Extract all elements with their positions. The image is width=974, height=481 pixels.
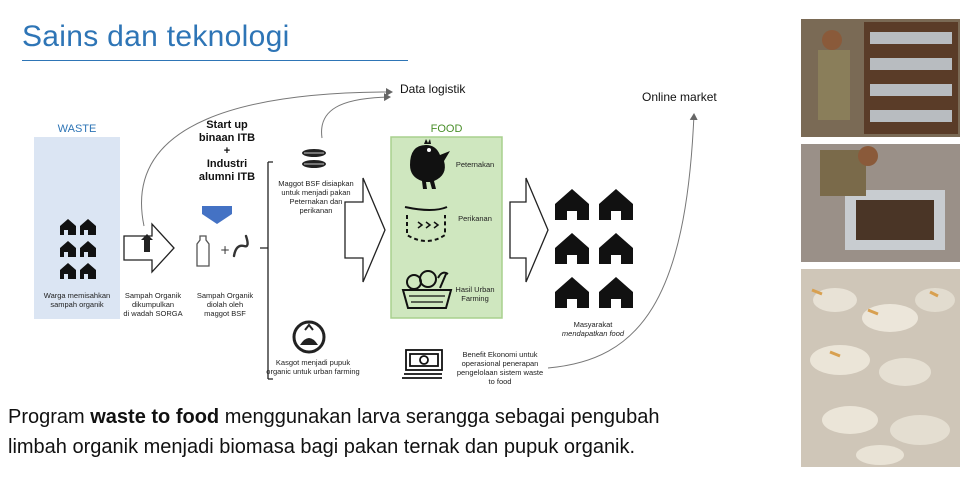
benefit-line-4: to food <box>488 377 512 386</box>
larva-icon <box>232 234 249 258</box>
curve-to-data-logistik-2 <box>321 93 391 139</box>
bracket <box>260 161 273 380</box>
industri-line-2: alumni ITB <box>198 171 256 183</box>
sampah-olah-line-3: maggot BSF <box>204 309 246 318</box>
masyarakat-line-1: Masyarakat <box>573 320 613 329</box>
title-underline <box>22 60 408 61</box>
urban-line-2: Farming <box>461 294 489 303</box>
bottle-icon <box>196 235 210 267</box>
flow-arrow-3 <box>509 177 549 283</box>
photo-maggot-bin <box>801 144 960 262</box>
maggot-line-4: perikanan <box>299 206 333 215</box>
maggot-line-2: untuk menjadi pakan <box>281 188 351 197</box>
kasgot-text: Kasgot menjadi pupuk organic untuk urban… <box>262 358 364 376</box>
food-label: FOOD <box>430 123 463 135</box>
sampah-olah-line-1: Sampah Organik <box>196 291 254 300</box>
data-logistik-label: Data logistik <box>400 82 466 96</box>
photo-farm-worker <box>801 19 960 137</box>
peternakan-label: Peternakan <box>455 160 495 169</box>
masyarakat-line-2: mendapatkan food <box>561 329 625 338</box>
sampah-olah-text: Sampah Organik diolah oleh maggot BSF <box>188 291 262 318</box>
plus-sign: + <box>220 243 230 257</box>
startup-line-1: Start up <box>206 119 248 131</box>
caption-part-1: Program <box>8 406 91 428</box>
sorting-bin-icon <box>141 234 153 252</box>
vegetable-basket-icon <box>401 270 453 309</box>
flow-arrow-2 <box>344 177 386 283</box>
benefit-text: Benefit Ekonomi untuk operasional penera… <box>448 350 552 386</box>
caption-line-1: Program waste to food menggunakan larva … <box>8 402 659 432</box>
caption-line-2: limbah organik menjadi biomasa bagi paka… <box>8 436 636 458</box>
curve-to-data-logistik-1 <box>141 88 393 227</box>
sampah-olah-line-2: diolah oleh <box>206 300 244 309</box>
maggot-line-1: Maggot BSF disiapkan <box>278 179 354 188</box>
page-title: Sains dan teknologi <box>22 20 290 53</box>
maggot-line-3: Peternakan dan <box>289 197 343 206</box>
benefit-line-1: Benefit Ekonomi untuk <box>462 350 538 359</box>
maggot-feed-icon <box>302 149 326 168</box>
caption: Program waste to food menggunakan larva … <box>8 402 659 462</box>
down-arrow <box>202 206 232 224</box>
waste-label: WASTE <box>57 123 97 135</box>
photo-ducks <box>801 269 960 467</box>
startup-plus: + <box>223 145 231 157</box>
house-icon-large <box>555 189 633 308</box>
startup-line-2: binaan ITB <box>198 132 256 144</box>
sampah-kumpul-line-2: dikumpulkan <box>131 300 175 309</box>
fish-pond-icon <box>404 206 448 242</box>
sampah-kumpul-line-3: di wadah SORGA <box>123 309 183 318</box>
money-stack-icon <box>402 349 443 379</box>
warga-line-1: Warga memisahkan <box>43 291 111 300</box>
masyarakat-text: Masyarakat mendapatkan food <box>548 320 638 338</box>
online-market-label: Online market <box>642 90 717 104</box>
benefit-line-3: pengelolaan sistem waste <box>456 368 544 377</box>
curve-to-online-market <box>547 113 698 369</box>
house-icon <box>60 219 96 279</box>
chicken-icon <box>410 139 450 189</box>
maggot-text: Maggot BSF disiapkan untuk menjadi pakan… <box>274 179 358 215</box>
caption-bold: waste to food <box>90 406 220 428</box>
compost-icon <box>292 320 326 354</box>
urban-line-1: Hasil Urban <box>455 285 495 294</box>
warga-line-2: sampah organik <box>50 300 104 309</box>
startup-block: Start up binaan ITB + Industri alumni IT… <box>184 119 270 184</box>
industri-line-1: Industri <box>206 158 248 170</box>
sampah-kumpul-text: Sampah Organik dikumpulkan di wadah SORG… <box>118 291 188 318</box>
warga-text: Warga memisahkan sampah organik <box>30 291 124 309</box>
waste-box <box>34 137 120 319</box>
kasgot-line-2: organic untuk urban farming <box>266 367 360 376</box>
benefit-line-2: operasional penerapan <box>461 359 539 368</box>
sampah-kumpul-line-1: Sampah Organik <box>124 291 182 300</box>
kasgot-line-1: Kasgot menjadi pupuk <box>275 358 351 367</box>
caption-part-2: menggunakan larva serangga sebagai pengu… <box>219 406 660 428</box>
urban-farming-text: Hasil Urban Farming <box>452 285 498 303</box>
perikanan-label: Perikanan <box>458 214 492 223</box>
